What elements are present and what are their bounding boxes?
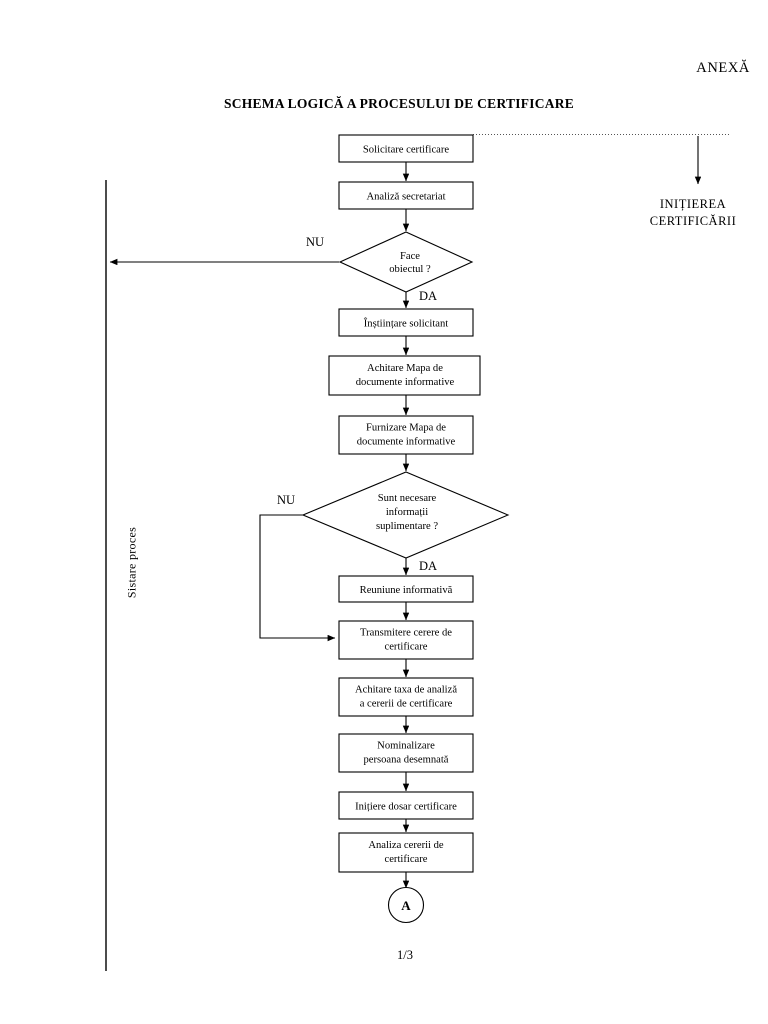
node-label-line1: Nominalizare [377,741,435,752]
decision-informatii-suplimentare[interactable]: Sunt necesare informații suplimentare ? [301,471,510,559]
node-label-line1: Achitare taxa de analiză [355,685,457,696]
phase-annotation: INIȚIEREA CERTIFICĂRII [620,196,766,230]
node-label: Analiză secretariat [366,192,445,203]
branch-label-d1-yes: DA [419,289,437,303]
node-reuniune-informativa[interactable]: Reuniune informativă [338,575,474,603]
node-label: Inițiere dosar certificare [355,802,457,813]
page-number: 1/3 [397,948,413,962]
decision-label-line3: suplimentare ? [376,521,438,532]
node-label: Reuniune informativă [360,585,453,596]
edge-d2-no-to-n7 [259,514,336,642]
node-solicitare-certificare[interactable]: Solicitare certificare [338,134,474,163]
annex-label: ANEXĂ [696,60,750,76]
node-achitare-taxa-analiza[interactable]: Achitare taxa de analiză a cererii de ce… [338,677,474,717]
node-label-line1: Achitare Mapa de [367,363,443,374]
node-label-line1: Analiza cererii de [368,840,444,851]
page-title: SCHEMA LOGICĂ A PROCESULUI DE CERTIFICAR… [224,96,574,111]
node-initiere-dosar-certificare[interactable]: Inițiere dosar certificare [338,791,474,820]
node-label-line2: documente informative [356,377,455,388]
connector-a[interactable]: A [387,886,425,924]
node-analiza-cererii-certificare[interactable]: Analiza cererii de certificare [338,832,474,873]
decision-face-obiectul[interactable]: Face obiectul ? [338,231,474,293]
decision-label-line2: obiectul ? [389,264,431,275]
node-label-line2: certificare [385,642,428,653]
node-label-line2: certificare [385,854,428,865]
node-instiintare-solicitant[interactable]: Înștiințare solicitant [338,308,474,337]
node-achitare-mapa-documente[interactable]: Achitare Mapa de documente informative [328,355,481,396]
connector-label: A [401,898,411,913]
node-analiza-secretariat[interactable]: Analiză secretariat [338,181,474,210]
node-label-line2: persoana desemnată [363,755,448,766]
branch-label-d1-no: NU [306,235,324,249]
phase-annotation-line1: INIȚIEREA [659,197,727,211]
branch-label-d2-yes: DA [419,559,437,573]
node-nominalizare-persoana-desemnata[interactable]: Nominalizare persoana desemnată [338,733,474,773]
node-label-line2: documente informative [357,437,456,448]
node-label-line2: a cererii de certificare [360,699,453,710]
node-label: Înștiințare solicitant [364,318,448,330]
phase-annotation-line2: CERTIFICĂRII [649,213,737,228]
node-label-line1: Furnizare Mapa de [366,423,446,434]
node-transmitere-cerere-certificare[interactable]: Transmitere cerere de certificare [338,620,474,660]
decision-label-line1: Face [400,251,420,262]
node-furnizare-mapa-documente[interactable]: Furnizare Mapa de documente informative [338,415,474,455]
node-label-line1: Transmitere cerere de [360,628,452,639]
decision-label-line2: informații [386,507,428,518]
decision-label-line1: Sunt necesare [378,493,437,504]
branch-label-d2-no: NU [277,493,295,507]
node-label: Solicitare certificare [363,145,449,156]
